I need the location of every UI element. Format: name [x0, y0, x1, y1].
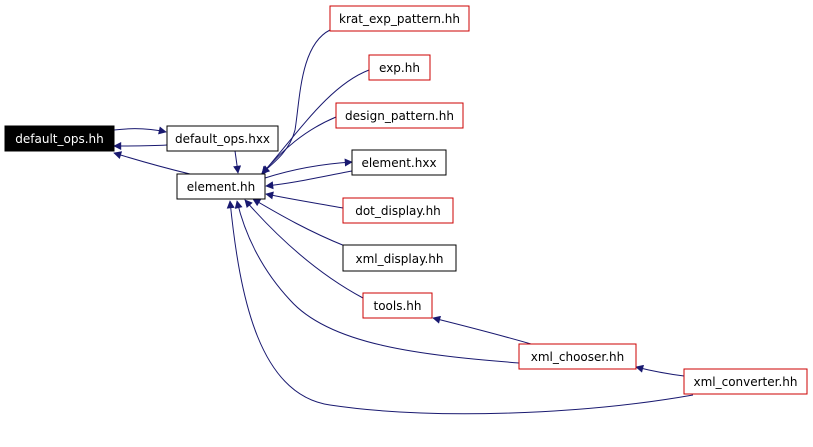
node-box: [351, 149, 447, 176]
node-box: [335, 102, 464, 129]
edge-xml_display-to-element_hh: [252, 198, 346, 247]
edge-xml_converter-to-element_hh: [226, 200, 694, 415]
edges-layer: [113, 29, 694, 415]
node-box: [683, 368, 808, 395]
node-label: krat_exp_pattern.hh: [339, 12, 460, 26]
node-default-ops-hxx[interactable]: default_ops.hxx: [166, 125, 279, 152]
node-element-hxx[interactable]: element.hxx: [351, 149, 447, 176]
node-tools-hh[interactable]: tools.hh: [362, 292, 433, 319]
node-label: xml_display.hh: [355, 252, 443, 266]
node-xml-converter-hh[interactable]: xml_converter.hh: [683, 368, 808, 395]
node-box: [166, 125, 279, 152]
node-exp-hh[interactable]: exp.hh: [368, 54, 431, 81]
node-label: default_ops.hxx: [175, 132, 270, 146]
edge-tools_hh-to-element_hh: [244, 199, 364, 299]
node-krat-exp-pattern-hh[interactable]: krat_exp_pattern.hh: [329, 5, 470, 32]
edge-element_hh-to-element_hxx: [264, 158, 353, 179]
node-xml-display-hh[interactable]: xml_display.hh: [342, 244, 457, 272]
node-label: element.hh: [187, 180, 256, 194]
edge-dot_display-to-element_hh: [265, 191, 344, 209]
node-label: exp.hh: [379, 61, 420, 75]
node-label: xml_converter.hh: [693, 375, 797, 389]
edge-krat_exp_pattern-to-element_hh: [261, 29, 331, 174]
node-label: tools.hh: [374, 299, 422, 313]
node-box: [342, 197, 454, 224]
edge-default_ops_hh-to-default_ops_hxx: [113, 126, 167, 135]
node-box: [4, 125, 115, 152]
node-label: design_pattern.hh: [345, 109, 454, 123]
edge-design_pattern-to-element_hh: [261, 116, 337, 175]
edge-xml_chooser-to-tools_hh: [432, 315, 532, 345]
node-default-ops-hh[interactable]: default_ops.hh: [4, 125, 115, 152]
node-design-pattern-hh[interactable]: design_pattern.hh: [335, 102, 464, 129]
nodes-layer: default_ops.hh default_ops.hxx element.h…: [4, 5, 808, 395]
node-xml-chooser-hh[interactable]: xml_chooser.hh: [518, 343, 637, 370]
edge-element_hh-to-default_ops_hh: [113, 151, 191, 175]
node-label: xml_chooser.hh: [531, 350, 625, 364]
node-box: [518, 343, 637, 370]
node-label: dot_display.hh: [355, 204, 441, 218]
node-dot-display-hh[interactable]: dot_display.hh: [342, 197, 454, 224]
node-label: element.hxx: [361, 156, 436, 170]
edge-element_hxx-to-element_hh: [265, 170, 353, 190]
node-box: [342, 244, 457, 272]
edge-default_ops_hxx-to-default_ops_hh: [113, 141, 168, 150]
edge-xml_converter-to-xml_chooser: [635, 364, 685, 377]
edge-xml_chooser-to-element_hh: [234, 200, 520, 364]
edge-exp_hh-to-element_hh: [261, 69, 370, 175]
node-label: default_ops.hh: [15, 132, 103, 146]
node-box: [176, 173, 266, 200]
node-element-hh[interactable]: element.hh: [176, 173, 266, 200]
node-box: [362, 292, 433, 319]
node-box: [368, 54, 431, 81]
edge-default_ops_hxx-to-element_hh: [233, 150, 242, 174]
node-box: [329, 5, 470, 32]
